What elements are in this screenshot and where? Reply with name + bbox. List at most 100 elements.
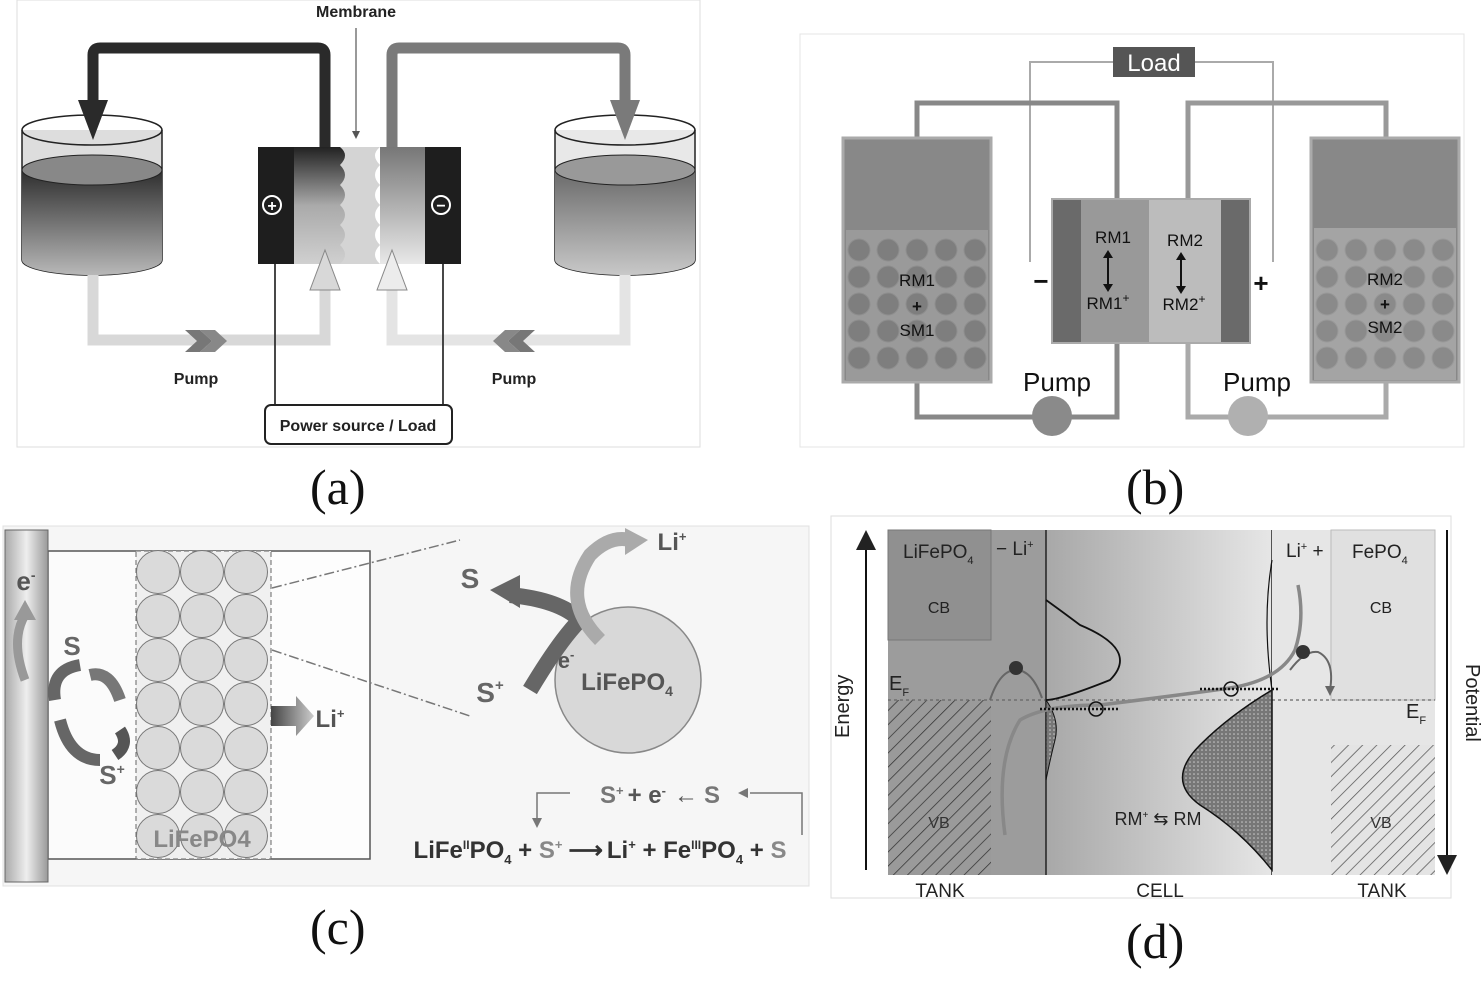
vb-right-label: VB bbox=[1370, 815, 1391, 832]
right-tank-rm2: RM2 bbox=[1367, 270, 1403, 289]
particle bbox=[180, 550, 224, 594]
particle bbox=[1431, 265, 1455, 289]
lifepo4-particle-grid bbox=[136, 550, 268, 858]
particle bbox=[1315, 265, 1339, 289]
particle bbox=[180, 770, 224, 814]
lifepo4-label: LiFePO4 bbox=[903, 542, 974, 567]
negative-symbol: − bbox=[436, 198, 445, 215]
particle bbox=[876, 265, 900, 289]
particle bbox=[136, 726, 180, 770]
electron-icon bbox=[1296, 645, 1310, 659]
particle bbox=[963, 319, 987, 343]
zoom-s-label: S bbox=[461, 563, 480, 594]
power-source-box bbox=[264, 404, 453, 445]
load-label: Load bbox=[1127, 50, 1180, 77]
positive-electrode bbox=[1221, 200, 1249, 342]
particle bbox=[905, 346, 929, 370]
hole-icon bbox=[1088, 701, 1104, 717]
electron-hop-right bbox=[1289, 650, 1333, 691]
particle bbox=[1373, 265, 1397, 289]
pump-right-label: Pump bbox=[492, 371, 537, 388]
particle bbox=[1373, 346, 1397, 370]
particle bbox=[1344, 238, 1368, 262]
load-box bbox=[1113, 47, 1195, 77]
particle bbox=[224, 814, 268, 858]
left-electrolyte-tank bbox=[21, 114, 163, 276]
s-plus-label: S+ bbox=[99, 760, 125, 790]
particle bbox=[1315, 238, 1339, 262]
column-lifepo4-label: LiFePO4 bbox=[153, 826, 251, 853]
reaction-label: RM+ ⇆ RM bbox=[1115, 809, 1202, 829]
negative-electrode bbox=[1053, 200, 1081, 342]
membrane-label: Membrane bbox=[316, 4, 396, 21]
left-storage-tank bbox=[841, 136, 993, 384]
reduced-dos-curve bbox=[1181, 688, 1273, 873]
li-plus-label: Li+ + bbox=[1286, 541, 1324, 562]
cell-rm2-plus: RM2+ bbox=[1163, 292, 1206, 314]
right-storage-tank bbox=[1309, 136, 1461, 384]
minus-li-label: − Li+ bbox=[996, 539, 1034, 560]
hole-icon bbox=[1223, 681, 1239, 697]
vb-left-label: VB bbox=[928, 815, 949, 832]
left-pump-icon bbox=[185, 330, 227, 352]
potential-axis-label: Potential bbox=[1461, 664, 1483, 742]
particle bbox=[963, 265, 987, 289]
pump-left-label: Pump bbox=[174, 371, 219, 388]
fepo4-label: FePO4 bbox=[1352, 542, 1408, 567]
plus-circle-icon bbox=[262, 195, 282, 215]
particle bbox=[876, 346, 900, 370]
current-collector bbox=[4, 529, 49, 883]
left-tank-plus: + bbox=[912, 297, 922, 316]
particle bbox=[963, 346, 987, 370]
particle bbox=[934, 292, 958, 316]
particle bbox=[1344, 265, 1368, 289]
left-vb-box bbox=[888, 700, 991, 875]
particle bbox=[963, 292, 987, 316]
negative-terminal-sign: − bbox=[1033, 266, 1048, 296]
caption-c: (c) bbox=[310, 899, 366, 955]
particle bbox=[847, 292, 871, 316]
right-pump-icon bbox=[1228, 396, 1268, 436]
particle bbox=[934, 265, 958, 289]
left-return-pipe bbox=[87, 42, 331, 150]
panel-c: e- S S+ Li+ LiFePO4 S S+ e- LiFePO4 Li+ … bbox=[2, 525, 810, 887]
particle bbox=[876, 319, 900, 343]
particle bbox=[1373, 319, 1397, 343]
panel-d: LiFePO4 − Li+ Li+ + FePO4 CB CB VB VB EF… bbox=[830, 515, 1483, 902]
cb-right-label: CB bbox=[1370, 600, 1392, 617]
electron-label: e- bbox=[16, 566, 35, 596]
membrane bbox=[340, 147, 380, 264]
particle bbox=[180, 638, 224, 682]
particle bbox=[905, 319, 929, 343]
particle bbox=[1344, 319, 1368, 343]
particle bbox=[136, 638, 180, 682]
cell-label: CELL bbox=[1136, 881, 1184, 902]
li-release-arrow bbox=[570, 532, 632, 645]
pump-left-label: Pump bbox=[1023, 367, 1091, 397]
particle bbox=[1315, 319, 1339, 343]
particle bbox=[847, 238, 871, 262]
particle bbox=[180, 594, 224, 638]
particle bbox=[224, 770, 268, 814]
particle bbox=[905, 292, 929, 316]
redox-cell bbox=[1051, 198, 1251, 344]
tank-right-label: TANK bbox=[1357, 881, 1407, 902]
caption-d: (d) bbox=[1126, 913, 1185, 969]
particle bbox=[876, 292, 900, 316]
energy-axis-label: Energy bbox=[832, 675, 854, 738]
equation-main: LiFeIIPO4 + S+⟶Li+ + FeIIIPO4 + S bbox=[414, 837, 787, 867]
particle bbox=[1344, 292, 1368, 316]
particle bbox=[1402, 238, 1426, 262]
cb-left-label: CB bbox=[928, 600, 950, 617]
zoom-li-label: Li+ bbox=[658, 529, 687, 556]
particle bbox=[136, 682, 180, 726]
particle bbox=[180, 682, 224, 726]
particle bbox=[905, 265, 929, 289]
particle bbox=[224, 682, 268, 726]
particle bbox=[1344, 346, 1368, 370]
particle bbox=[1315, 346, 1339, 370]
cell-rm2: RM2 bbox=[1167, 231, 1203, 250]
particle bbox=[847, 319, 871, 343]
cell-rm1: RM1 bbox=[1095, 228, 1131, 247]
particle bbox=[224, 726, 268, 770]
